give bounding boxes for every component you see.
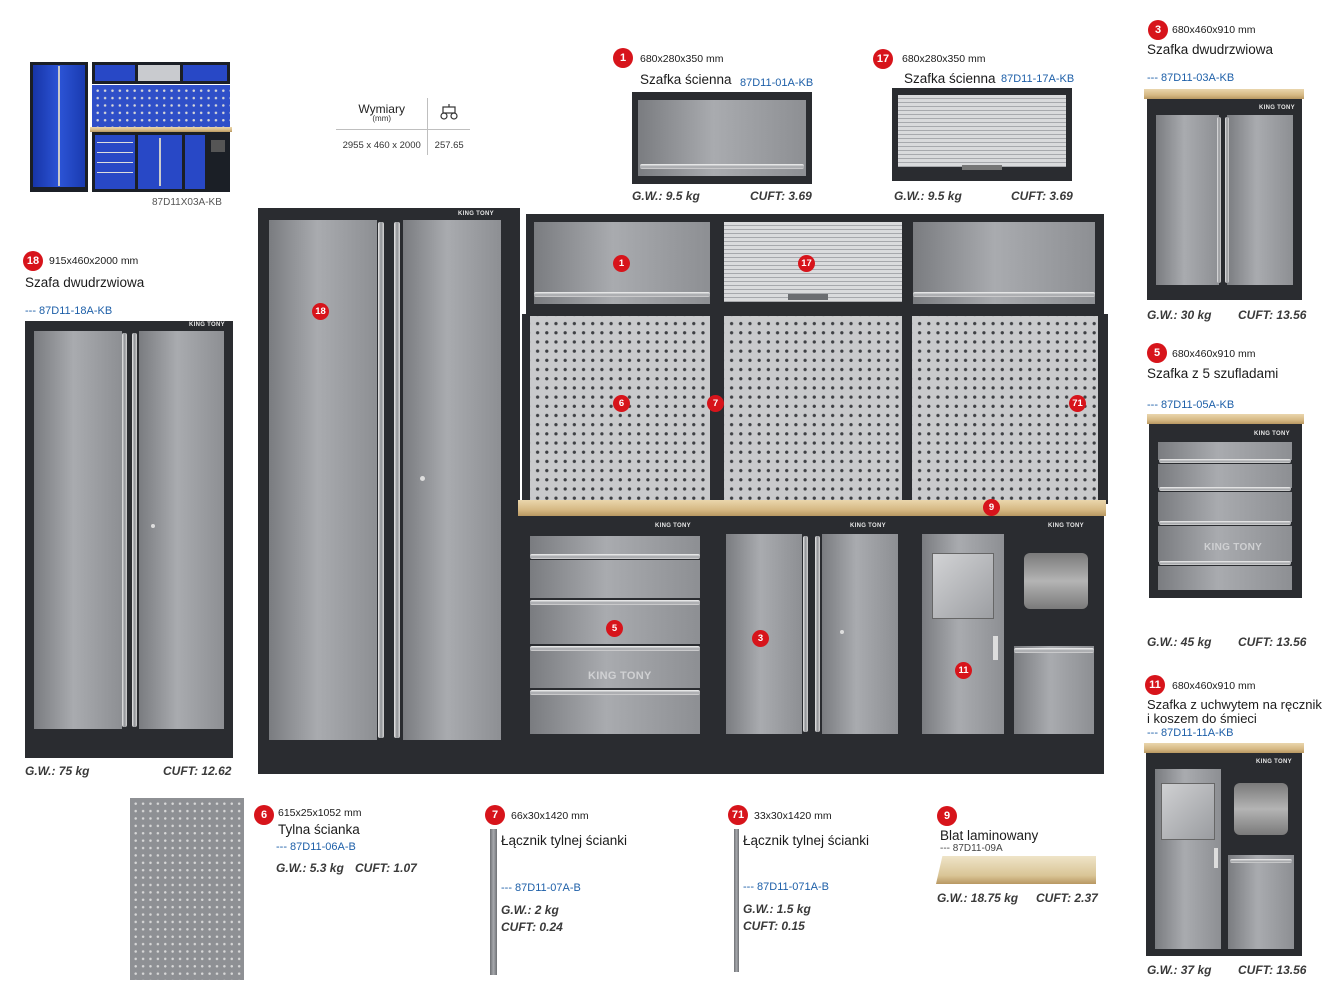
product-image-pegboard — [130, 798, 244, 980]
product-image-connector-narrow — [734, 829, 739, 972]
product-cuft: CUFT: 3.69 — [1011, 189, 1073, 203]
callout-badge: 11 — [955, 662, 972, 679]
product-number-badge: 17 — [873, 49, 893, 69]
product-image-towel-cabinet: KING TONY — [1146, 753, 1302, 956]
product-image-drawer-cabinet: KING TONY KING TONY — [1149, 424, 1302, 598]
product-weight: G.W.: 9.5 kg — [894, 189, 962, 203]
callout-badge: 9 — [983, 499, 1000, 516]
product-cuft: CUFT: 0.15 — [743, 919, 805, 933]
product-number-badge: 7 — [485, 805, 505, 825]
product-code: --- 87D11-03A-KB — [1147, 72, 1235, 84]
product-weight: G.W.: 1.5 kg — [743, 902, 811, 916]
brand-logo: KING TONY — [1204, 542, 1263, 553]
product-weight: G.W.: 75 kg — [25, 764, 90, 778]
product-image-roller-cabinet — [892, 88, 1072, 181]
brand-logo: KING TONY — [1256, 759, 1292, 765]
callout-badge: 17 — [798, 255, 815, 272]
product-number-badge: 1 — [613, 48, 633, 68]
product-cuft: CUFT: 12.62 — [163, 764, 232, 778]
overview-image — [28, 60, 232, 195]
product-weight: G.W.: 5.3 kg — [276, 861, 344, 875]
product-name: Szafka z 5 szufladami — [1147, 366, 1279, 381]
overview-code: 87D11X03A-KB — [152, 197, 222, 208]
spec-weight: 257.65 — [434, 140, 464, 151]
product-weight: G.W.: 30 kg — [1147, 308, 1212, 322]
product-number-badge: 5 — [1147, 343, 1167, 363]
brand-logo: KING TONY — [655, 523, 691, 529]
brand-logo: KING TONY — [850, 523, 886, 529]
product-number-badge: 6 — [254, 805, 274, 825]
brand-logo: KING TONY — [189, 322, 225, 328]
brand-logo: KING TONY — [588, 670, 652, 682]
product-dims: 680x280x350 mm — [902, 53, 986, 65]
brand-logo: KING TONY — [1254, 431, 1290, 437]
product-weight: G.W.: 9.5 kg — [632, 189, 700, 203]
product-code: 87D11-17A-KB — [1001, 73, 1075, 85]
product-dims: 680x460x910 mm — [1172, 680, 1256, 692]
product-code: --- 87D11-11A-KB — [1147, 727, 1234, 739]
product-number-badge: 18 — [23, 251, 43, 271]
product-image-connector — [490, 829, 497, 975]
product-image-double-door-cabinet: KING TONY — [1147, 99, 1302, 300]
product-name: Szafka ścienna — [904, 71, 996, 86]
product-cuft: CUFT: 13.56 — [1238, 308, 1307, 322]
product-cuft: CUFT: 2.37 — [1036, 891, 1098, 905]
product-code: --- 87D11-07A-B — [501, 882, 581, 894]
product-cuft: CUFT: 13.56 — [1238, 635, 1307, 649]
callout-badge: 6 — [613, 395, 630, 412]
product-cuft: CUFT: 0.24 — [501, 920, 563, 934]
callout-badge: 18 — [312, 303, 329, 320]
product-dims: 66x30x1420 mm — [511, 810, 589, 822]
callout-badge: 71 — [1069, 395, 1086, 412]
product-image-worktop — [936, 856, 1096, 884]
callout-badge: 3 — [752, 630, 769, 647]
product-name: Tylna ścianka — [278, 822, 360, 837]
product-weight: G.W.: 2 kg — [501, 903, 559, 917]
product-name-line1: Szafka z uchwytem na ręcznik — [1147, 697, 1322, 712]
product-dims: 33x30x1420 mm — [754, 810, 832, 822]
brand-logo: KING TONY — [1048, 523, 1084, 529]
product-code: --- 87D11-05A-KB — [1147, 399, 1235, 411]
callout-badge: 1 — [613, 255, 630, 272]
product-cuft: CUFT: 13.56 — [1238, 963, 1307, 977]
brand-logo: KING TONY — [1259, 105, 1295, 111]
product-weight: G.W.: 37 kg — [1147, 963, 1212, 977]
spec-dimensions: 2955 x 460 x 2000 — [336, 129, 429, 155]
product-code: --- 87D11-09A — [940, 843, 1003, 854]
product-code: 87D11-01A-KB — [740, 77, 814, 89]
main-assembly-image: KING TONY KING TONY KING TONY KING TONY … — [258, 208, 1108, 774]
product-dims: 615x25x1052 mm — [278, 807, 362, 819]
product-number-badge: 11 — [1145, 675, 1165, 695]
product-name: Łącznik tylnej ścianki — [743, 833, 870, 848]
product-name: Blat laminowany — [940, 828, 1039, 843]
product-number-badge: 9 — [937, 806, 957, 826]
product-name: Łącznik tylnej ścianki — [501, 833, 628, 848]
product-name: Szafa dwudrzwiowa — [25, 275, 145, 290]
product-code: --- 87D11-06A-B — [276, 841, 356, 853]
product-image-wall-cabinet — [632, 92, 812, 184]
scale-icon — [440, 104, 458, 120]
product-code: --- 87D11-18A-KB — [25, 305, 113, 317]
product-cuft: CUFT: 3.69 — [750, 189, 812, 203]
spec-table: Wymiary (mm) 2955 x 460 x 2000 257.65 — [336, 98, 470, 155]
product-dims: 680x280x350 mm — [640, 53, 724, 65]
product-dims: 680x460x910 mm — [1172, 24, 1256, 36]
product-number-badge: 71 — [728, 805, 748, 825]
product-cuft: CUFT: 1.07 — [355, 861, 417, 875]
product-weight: G.W.: 45 kg — [1147, 635, 1212, 649]
brand-logo: KING TONY — [458, 211, 494, 217]
callout-badge: 5 — [606, 620, 623, 637]
product-number-badge: 3 — [1148, 20, 1168, 40]
callout-badge: 7 — [707, 395, 724, 412]
product-code: --- 87D11-071A-B — [743, 881, 829, 893]
product-image-tall-cabinet: KING TONY — [25, 321, 233, 758]
product-dims: 680x460x910 mm — [1172, 348, 1256, 360]
spec-header-unit: (mm) — [372, 114, 392, 123]
product-dims: 915x460x2000 mm — [49, 255, 139, 267]
product-name: Szafka dwudrzwiowa — [1147, 42, 1274, 57]
spec-header-label: Wymiary — [358, 102, 405, 116]
product-weight: G.W.: 18.75 kg — [937, 891, 1019, 905]
product-name: Szafka ścienna — [640, 72, 732, 87]
product-name-line2: i koszem do śmieci — [1147, 711, 1257, 726]
